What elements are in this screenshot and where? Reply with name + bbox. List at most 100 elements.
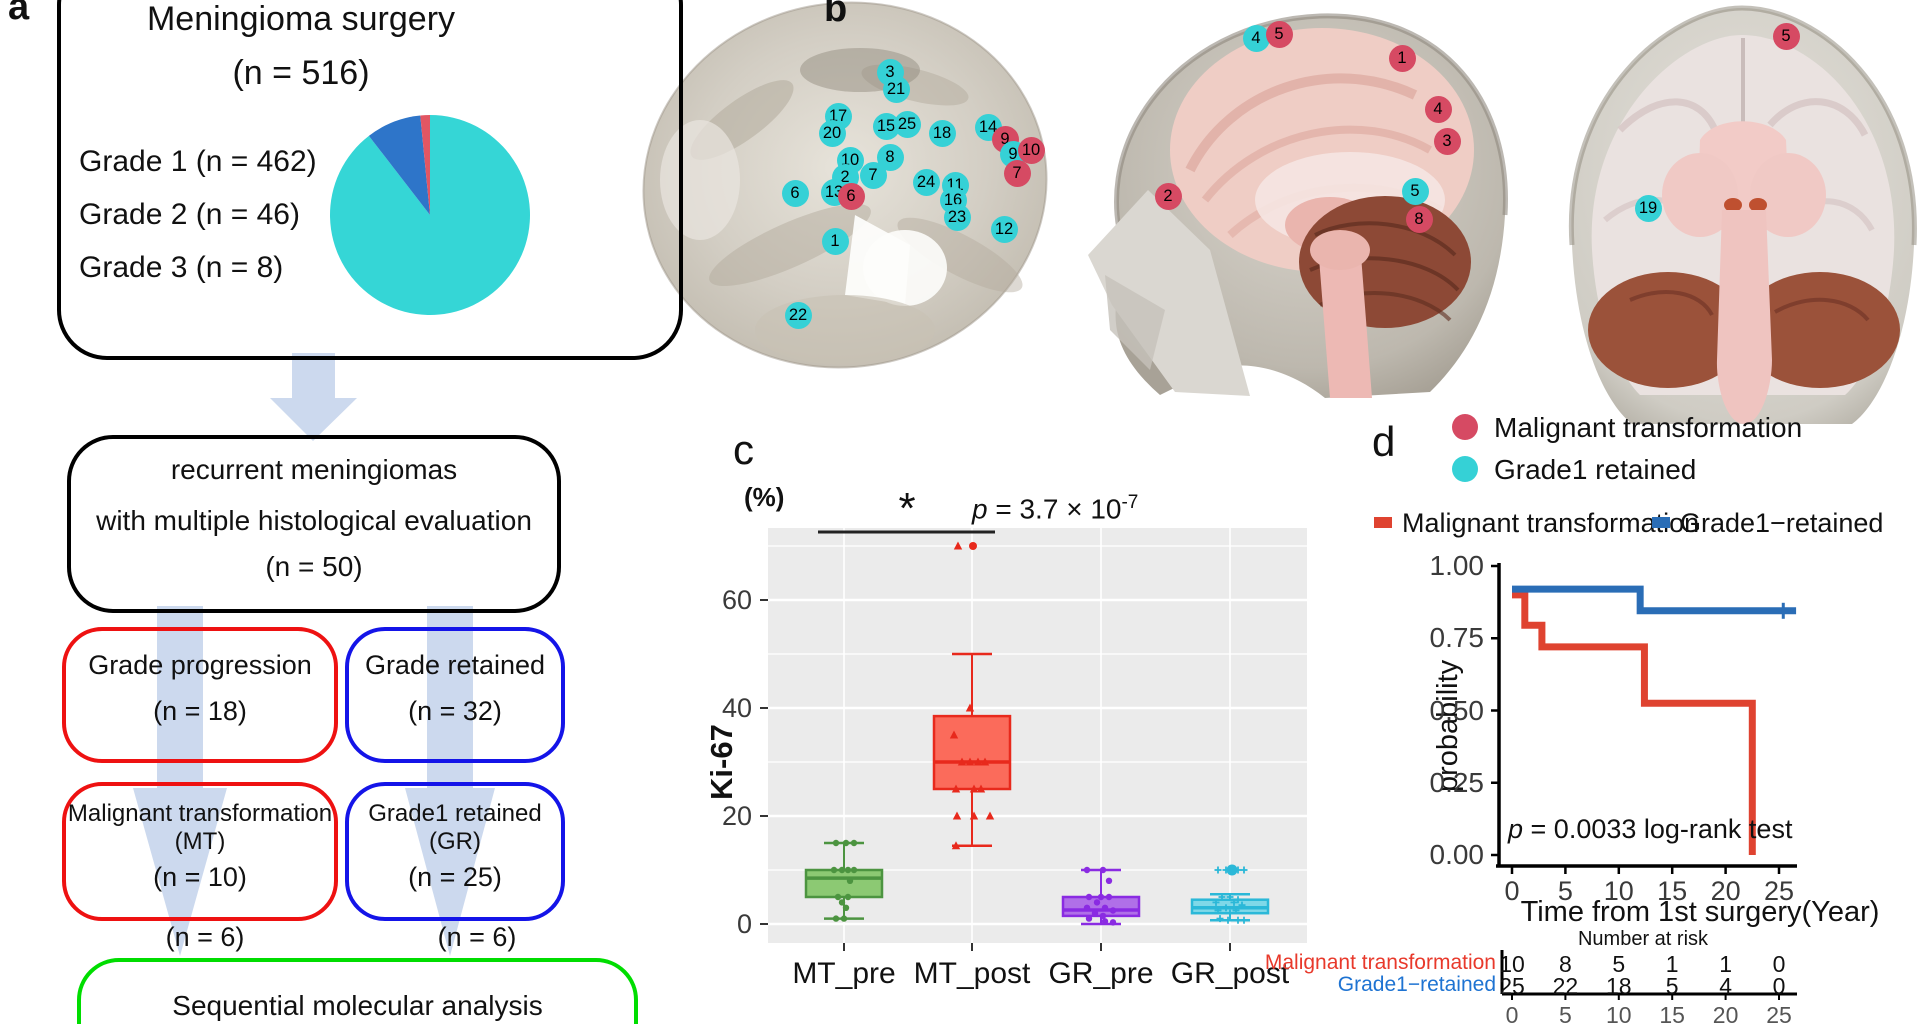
km-xtick-5: 5 xyxy=(1557,876,1573,906)
boxplot-ytick-0: 0 xyxy=(736,909,752,939)
axial-dot-retained-6: 6 xyxy=(781,179,809,207)
km-xtick-20: 20 xyxy=(1710,876,1741,906)
sagittal-dot-malignant-1: 1 xyxy=(1388,44,1416,72)
risk-value: 0 xyxy=(1772,973,1786,999)
box-MT_post xyxy=(932,714,1012,791)
km-xtick-10: 10 xyxy=(1603,876,1634,906)
risk-row-label: Grade1−retained xyxy=(1337,973,1496,996)
boxplot-category-MT_post: MT_post xyxy=(913,957,1031,990)
km-ytick-0.25: 0.25 xyxy=(1429,766,1485,798)
axial-dot-retained-23: 23 xyxy=(943,203,971,231)
recurrent-line3: (n = 50) xyxy=(265,551,363,582)
brain-coronal-image xyxy=(1568,5,1917,424)
km-legend-malignant-swatch-icon xyxy=(1374,517,1392,528)
n6-left: (n = 6) xyxy=(165,922,245,952)
axial-dot-retained-20: 20 xyxy=(818,119,846,147)
axial-dot-retained-24: 24 xyxy=(912,168,940,196)
risk-xtick-20: 20 xyxy=(1712,1002,1739,1024)
sagittal-dot-malignant-5: 5 xyxy=(1265,20,1293,48)
meningioma-surgery-box: Meningioma surgery (n = 516) Grade 1 (n … xyxy=(57,0,683,360)
legend-grade1-label: Grade1 retained xyxy=(1494,454,1697,485)
km-legend-grade1-swatch-icon xyxy=(1652,517,1670,528)
sagittal-dot-malignant-8: 8 xyxy=(1405,205,1433,233)
boxplot-category-GR_post: GR_post xyxy=(1170,957,1290,990)
grade-progression-n: (n = 18) xyxy=(153,696,247,726)
axial-dot-retained-17: 17 xyxy=(824,102,852,130)
axial-dot-malignant-10: 10 xyxy=(1017,136,1045,164)
panel-c-label: c xyxy=(733,426,754,473)
sagittal-dot-malignant-4: 4 xyxy=(1424,95,1452,123)
grade-retained-box: Grade retained (n = 32) xyxy=(345,627,565,763)
risk-value: 18 xyxy=(1606,973,1632,999)
axial-dot-retained-22: 22 xyxy=(784,301,812,329)
axial-dot-retained-21: 21 xyxy=(882,75,910,103)
km-ytick-0.50: 0.50 xyxy=(1429,694,1485,726)
risk-value: 5 xyxy=(1612,951,1626,977)
flow-arrow-icon xyxy=(133,606,227,956)
mt-abbrev: (MT) xyxy=(174,828,226,855)
panel-d-label: d xyxy=(1372,418,1396,465)
gr-abbrev: (GR) xyxy=(429,828,481,855)
boxplot-ytick-60: 60 xyxy=(721,585,752,615)
grade-progression-box: Grade progression (n = 18) xyxy=(62,627,338,763)
risk-row-label: Malignant transformation xyxy=(1264,951,1496,974)
sequential-analysis-box: Sequential molecular analysis xyxy=(77,958,638,1024)
grade3-count: Grade 3 (n = 8) xyxy=(79,251,284,284)
km-ytick-0.75: 0.75 xyxy=(1429,622,1485,654)
risk-value: 25 xyxy=(1499,973,1525,999)
risk-xtick-25: 25 xyxy=(1766,1002,1792,1024)
km-xaxis-label: Time from 1st surgery(Year) xyxy=(1520,896,1880,928)
flow-arrow-icon xyxy=(270,353,357,441)
coronal-dot-malignant-5: 5 xyxy=(1772,22,1800,50)
boxplot-pvalue: p = 3.7 × 10-7 xyxy=(972,492,1139,525)
surgery-n: (n = 516) xyxy=(232,54,370,92)
km-pvalue: p = 0.0033 log-rank test xyxy=(1508,814,1793,844)
axial-dot-retained-18: 18 xyxy=(928,119,956,147)
risk-value: 8 xyxy=(1558,951,1572,977)
km-curve-malignant xyxy=(1512,591,1756,855)
legend-malignant-label: Malignant transformation xyxy=(1494,412,1803,443)
axial-dot-retained-7: 7 xyxy=(859,161,887,189)
recurrent-line2: with multiple histological evaluation xyxy=(96,505,532,536)
pie-slice-grade-3 xyxy=(420,115,430,215)
brain-axial-image xyxy=(642,1,1048,369)
grade-progression-label: Grade progression xyxy=(88,650,312,680)
risk-xtick-15: 15 xyxy=(1659,1002,1685,1024)
surgery-title: Meningioma surgery xyxy=(146,0,456,38)
risk-value: 4 xyxy=(1719,973,1732,999)
km-legend-grade1-label: Grade1−retained xyxy=(1680,508,1884,538)
risk-xtick-0: 0 xyxy=(1505,1002,1519,1024)
significance-star: * xyxy=(898,484,916,533)
km-ytick-0.00: 0.00 xyxy=(1429,839,1485,870)
box-MT_pre xyxy=(804,868,884,899)
pie-slice-grade-2 xyxy=(368,115,430,215)
axial-dot-malignant-6: 6 xyxy=(837,182,865,210)
risk-value: 5 xyxy=(1665,973,1679,999)
km-xtick-0: 0 xyxy=(1504,876,1520,906)
km-legend-malignant-label: Malignant transformation xyxy=(1402,508,1700,538)
legend-grade1-dot-icon xyxy=(1452,456,1478,482)
recurrent-meningiomas-box: recurrent meningiomas with multiple hist… xyxy=(67,435,561,613)
risk-table-title: Number at risk xyxy=(1577,928,1709,950)
ki67-axis-label: Ki-67 xyxy=(704,724,739,800)
axial-dot-retained-1: 1 xyxy=(821,227,849,255)
risk-value: 1 xyxy=(1665,951,1679,977)
gr-label: Grade1 retained xyxy=(368,800,542,827)
flow-arrow-icon xyxy=(405,606,495,956)
axial-dot-retained-25: 25 xyxy=(893,110,921,138)
grade1-retained-box: Grade1 retained (GR) (n = 25) xyxy=(345,782,565,921)
boxplot-ytick-20: 20 xyxy=(721,801,752,831)
risk-value: 10 xyxy=(1499,951,1525,977)
boxplot-ytick-40: 40 xyxy=(721,693,752,723)
axial-dot-retained-12: 12 xyxy=(990,215,1018,243)
risk-value: 1 xyxy=(1719,951,1732,977)
grade-retained-label: Grade retained xyxy=(364,650,546,680)
mt-n: (n = 10) xyxy=(153,862,247,892)
n6-right: (n = 6) xyxy=(437,922,517,952)
panel-a-label: a xyxy=(8,0,30,28)
grade1-count: Grade 1 (n = 462) xyxy=(79,145,317,178)
km-curve-grade1 xyxy=(1512,585,1797,615)
sagittal-dot-retained-4: 4 xyxy=(1242,24,1270,52)
risk-value: 22 xyxy=(1552,973,1579,999)
